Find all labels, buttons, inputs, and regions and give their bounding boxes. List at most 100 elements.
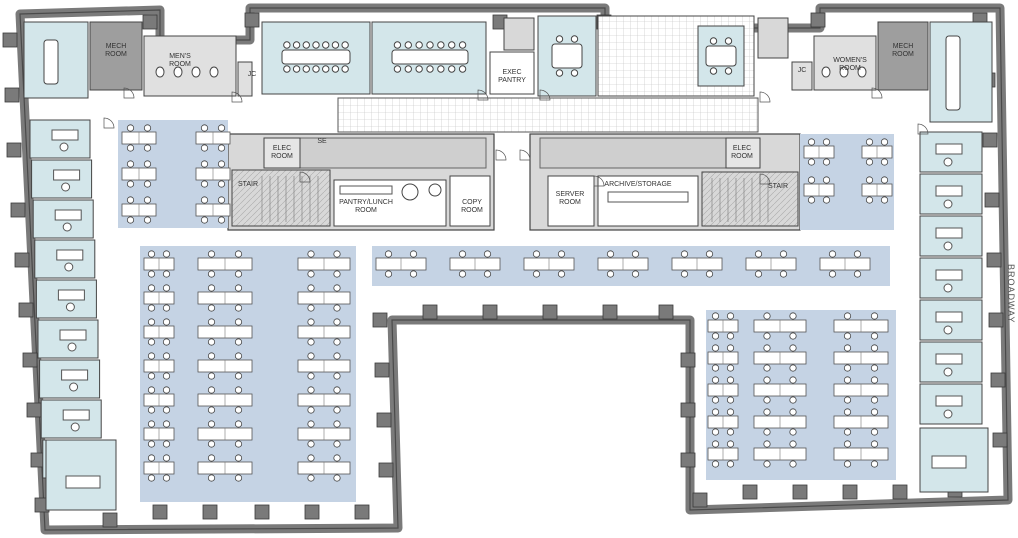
office-chair-icon [555,35,564,43]
mech-room-left [89,21,143,91]
office-chair-icon [711,428,720,436]
column-icon [152,504,168,520]
office-chair-icon [333,318,341,326]
office-chair-icon [843,460,852,468]
office-chair-icon [943,199,953,209]
room-label-line: ROOM [355,207,377,214]
toilet-icon [839,66,849,78]
office-chair-icon [207,372,216,380]
room-label-line: MEN'S [169,53,191,60]
office-chair-icon [880,158,889,166]
column-icon [680,402,696,418]
office-chair-icon [870,428,879,436]
office-chair-icon [822,138,831,146]
mech-room-right [877,21,929,91]
conference-room-right-corner [929,21,993,123]
door-swing-icon [231,91,243,103]
desk-icon [54,209,82,221]
toilet-icon [857,66,867,78]
desk-icon [56,249,84,261]
room-label-line: ELEC [733,145,751,152]
office-chair-icon [333,420,341,428]
office-chair-icon [726,364,735,372]
office-chair-icon [726,376,735,384]
right-perimeter-offices [919,131,989,493]
office-chair-icon [384,270,393,278]
office-chair-icon [207,338,216,346]
office-chair-icon [200,180,209,188]
desk-icon [61,369,89,381]
office-chair-icon [711,312,720,320]
office-chair-icon [763,332,771,340]
office-chair-icon [606,250,615,258]
office-chair-icon [409,270,418,278]
perimeter-office [35,279,97,319]
room-label-archive-storage: ARCHIVE/STORAGE [604,181,671,188]
office-chair-icon [162,284,171,292]
server-room [547,175,595,227]
office-chair-icon [754,250,763,258]
room-label-stair-right: STAIR [768,183,788,190]
office-chair-icon [843,332,852,340]
desk-icon [935,269,963,281]
office-chair-icon [283,41,291,49]
office-chair-icon [705,270,714,278]
office-chair-icon [143,216,152,224]
office-chair-icon [458,41,467,49]
office-chair-icon [333,372,341,380]
office-chair-icon [69,382,79,392]
shelving-icon [607,191,689,203]
desk-icon [935,311,963,323]
office-chair-icon [711,440,720,448]
desk-icon [59,329,87,341]
room-label-line: ROOM [461,207,483,214]
toilet-icon [155,66,165,78]
door-swing-icon [593,175,605,187]
office-chair-icon [384,250,393,258]
office-chair-icon [448,41,456,49]
office-chair-icon [789,344,797,352]
office-chair-icon [207,304,216,312]
column-icon [542,304,558,320]
office-chair-icon [307,284,315,292]
conference-table [43,39,59,85]
column-icon [142,14,158,30]
door-swing-icon [539,89,551,101]
office-chair-icon [853,270,862,278]
column-icon [22,352,38,368]
column-icon [892,484,908,500]
office-chair-icon [807,176,816,184]
office-chair-icon [126,124,135,132]
top-rooms-zone [23,15,993,133]
office-chair-icon [415,41,423,49]
office-chair-icon [307,318,315,326]
door-swings [103,87,929,187]
office-chair-icon [943,283,953,293]
street-label-broadway: BROADWAY [1006,264,1016,324]
office-chair-icon [217,216,226,224]
office-chair-icon [789,332,797,340]
copy-room [449,175,491,227]
room-label-line: ROOM [559,199,581,206]
column-icon [18,302,34,318]
office-chair-icon [162,420,171,428]
office-chair-icon [126,196,135,204]
conference-table [391,49,469,65]
office-chair-icon [843,364,852,372]
office-chair-icon [207,318,216,326]
office-chair-icon [943,409,953,419]
room-label-line: JC [248,71,257,78]
office-chair-icon [147,250,156,258]
office-chair-icon [234,284,243,292]
office-chair-icon [307,420,315,428]
office-chair-icon [532,250,541,258]
office-chair-icon [437,41,445,49]
room-label-line: PANTRY/LUNCH [339,199,393,206]
room-label-line: COPY [462,199,482,206]
office-chair-icon [307,386,315,394]
office-chair-icon [162,318,171,326]
